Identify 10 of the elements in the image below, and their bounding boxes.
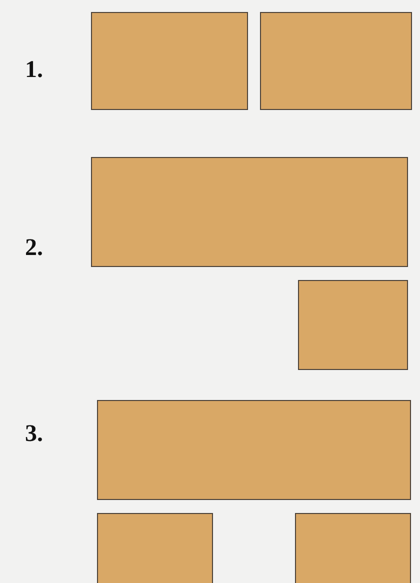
tan-rectangle bbox=[97, 513, 213, 583]
tan-rectangle bbox=[91, 12, 248, 110]
tan-rectangle bbox=[260, 12, 412, 110]
tan-rectangle bbox=[295, 513, 411, 583]
tan-rectangle bbox=[91, 157, 408, 267]
tan-rectangle bbox=[97, 400, 411, 500]
step-number: 2. bbox=[25, 236, 43, 260]
step-number: 3. bbox=[25, 422, 43, 446]
tan-rectangle bbox=[298, 280, 408, 370]
step-number: 1. bbox=[25, 58, 43, 82]
